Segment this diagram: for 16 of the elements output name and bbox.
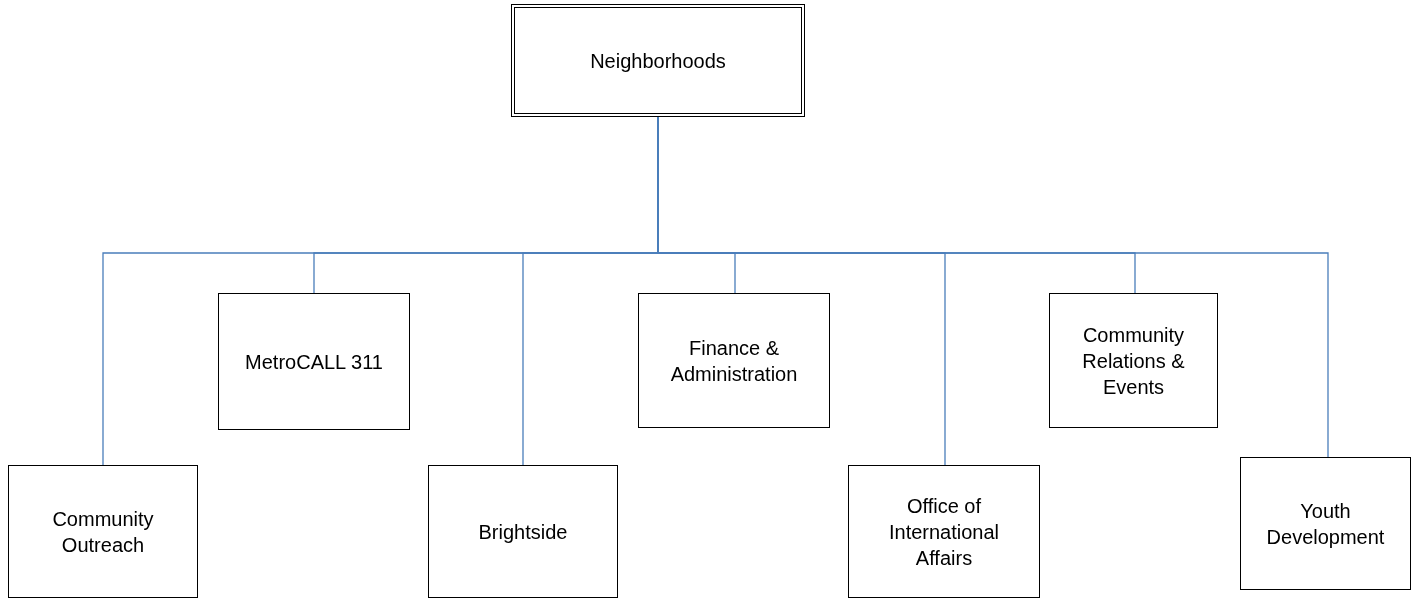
- box-label: Brightside: [478, 519, 568, 545]
- box-label: Neighborhoods: [590, 48, 726, 74]
- box-label: Community Outreach: [51, 506, 155, 558]
- org-box: [218, 293, 410, 430]
- org-box: [428, 465, 618, 598]
- box-label: Office of International Affairs: [887, 493, 1001, 571]
- org-box: [638, 293, 830, 428]
- box-label: Finance & Administration: [669, 335, 799, 387]
- org-box: [1049, 293, 1218, 428]
- org-box: [8, 465, 198, 598]
- box-label: MetroCALL 311: [245, 349, 383, 375]
- org-box: [511, 4, 805, 117]
- org-box: [848, 465, 1040, 598]
- org-box: [1240, 457, 1411, 590]
- box-label: Youth Development: [1265, 498, 1386, 550]
- box-label: Community Relations & Events: [1081, 322, 1186, 400]
